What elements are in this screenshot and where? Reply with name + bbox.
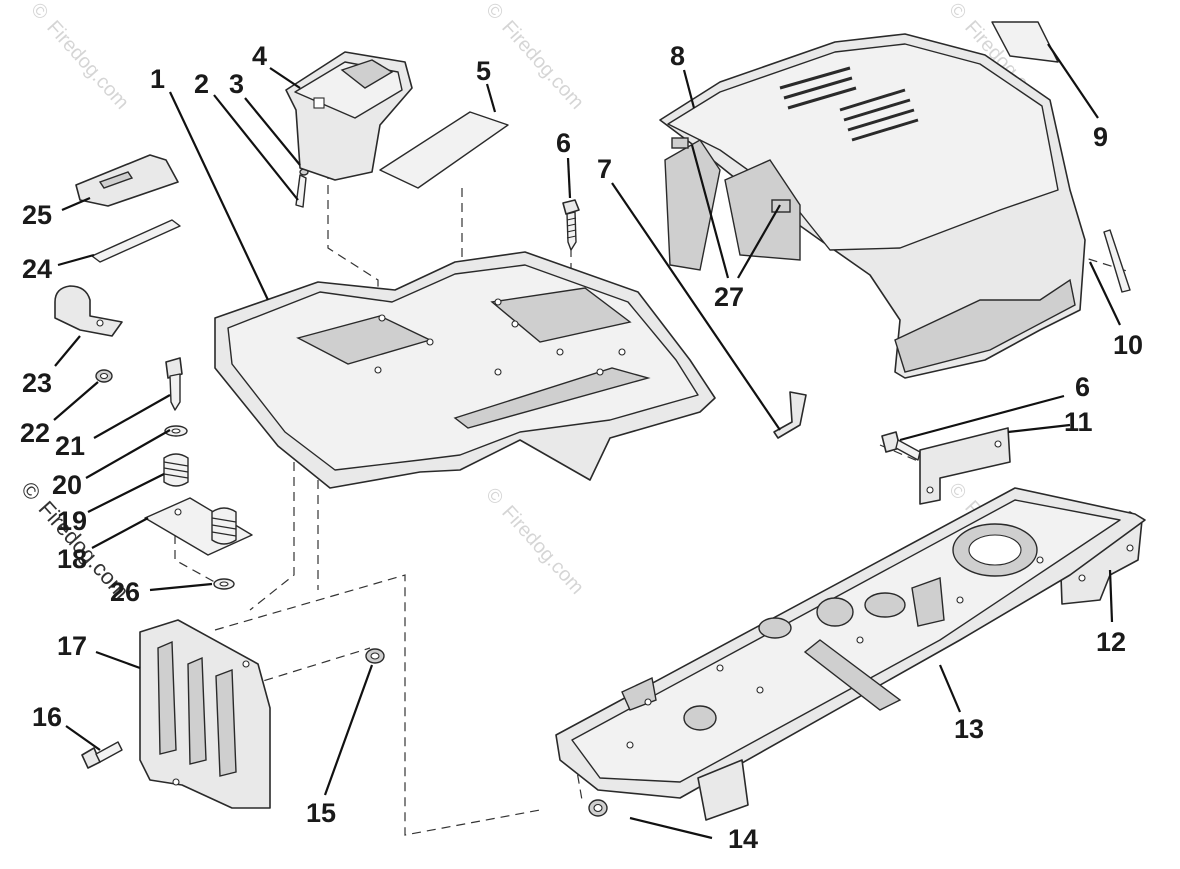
watermark-symbol: ©: [944, 479, 970, 505]
callout-3: 3: [229, 69, 244, 99]
callout-24: 24: [22, 254, 52, 284]
part-2-rod: [295, 174, 307, 208]
callout-22: 22: [20, 418, 50, 448]
part-22-nut: [95, 369, 113, 383]
callout-20: 20: [52, 470, 82, 500]
part-9-emblem: [991, 21, 1059, 63]
callout-11: 11: [1064, 407, 1093, 437]
callout-16: 16: [32, 702, 62, 732]
callout-5: 5: [476, 56, 491, 86]
callout-15: 15: [306, 798, 336, 828]
watermark-text: Firedog.com: [42, 16, 133, 113]
part-4-storage-tray: [285, 51, 413, 181]
part-7-bracket: [773, 391, 807, 439]
callout-7: 7: [597, 154, 612, 184]
callout-8: 8: [670, 41, 685, 71]
watermark-symbol: ©: [944, 0, 970, 24]
callout-18: 18: [57, 544, 87, 574]
callout-6-lower: 6: [1075, 372, 1090, 402]
part-11-bracket: [919, 427, 1011, 505]
part-25-cover: [75, 154, 179, 207]
part-5-decal: [379, 111, 509, 189]
part-26-washer: [213, 578, 235, 590]
callout-9: 9: [1093, 122, 1108, 152]
part-1-fender-deck: [214, 251, 716, 489]
callout-14: 14: [728, 824, 758, 854]
part-14-nut: [588, 799, 608, 817]
part-19-spring: [163, 453, 237, 545]
callout-17: 17: [57, 631, 87, 661]
watermark-symbol: ©: [26, 0, 52, 24]
part-6-bolt-lower: [881, 431, 921, 461]
watermark-symbol: ©: [481, 484, 507, 510]
part-24-plate: [91, 219, 181, 263]
part-16-bolt: [81, 741, 123, 769]
callout-19: 19: [57, 506, 87, 536]
part-17-plate: [139, 619, 271, 809]
part-10-clip: [1103, 229, 1131, 293]
callout-12: 12: [1096, 627, 1126, 657]
watermark-text: Firedog.com: [497, 501, 588, 598]
watermark-symbol: ©: [16, 477, 45, 506]
part-20-washer: [164, 425, 188, 437]
callout-27: 27: [714, 282, 744, 312]
callout-23: 23: [22, 368, 52, 398]
callout-6-upper: 6: [556, 128, 571, 158]
watermark-text: Firedog.com: [497, 16, 588, 113]
part-8-hood: [659, 33, 1086, 379]
part-21-bolt: [165, 357, 183, 411]
part-6-bolt-upper: [562, 199, 580, 251]
callout-10: 10: [1113, 330, 1143, 360]
callout-1: 1: [150, 64, 165, 94]
part-15-nut: [365, 648, 385, 664]
callout-21: 21: [55, 431, 85, 461]
callout-labels: 1 2 3 4 5 6 7 8 9 10 6 11 12 13 14 15 16…: [20, 41, 1143, 854]
part-13-frame: [555, 487, 1146, 821]
callout-13: 13: [954, 714, 984, 744]
callout-26: 26: [110, 577, 140, 607]
callout-2: 2: [194, 69, 209, 99]
part-23-clamp: [54, 285, 123, 337]
callout-4: 4: [252, 41, 267, 71]
leader-lines: [53, 43, 1121, 840]
callout-25: 25: [22, 200, 52, 230]
watermark-symbol: ©: [481, 0, 507, 24]
